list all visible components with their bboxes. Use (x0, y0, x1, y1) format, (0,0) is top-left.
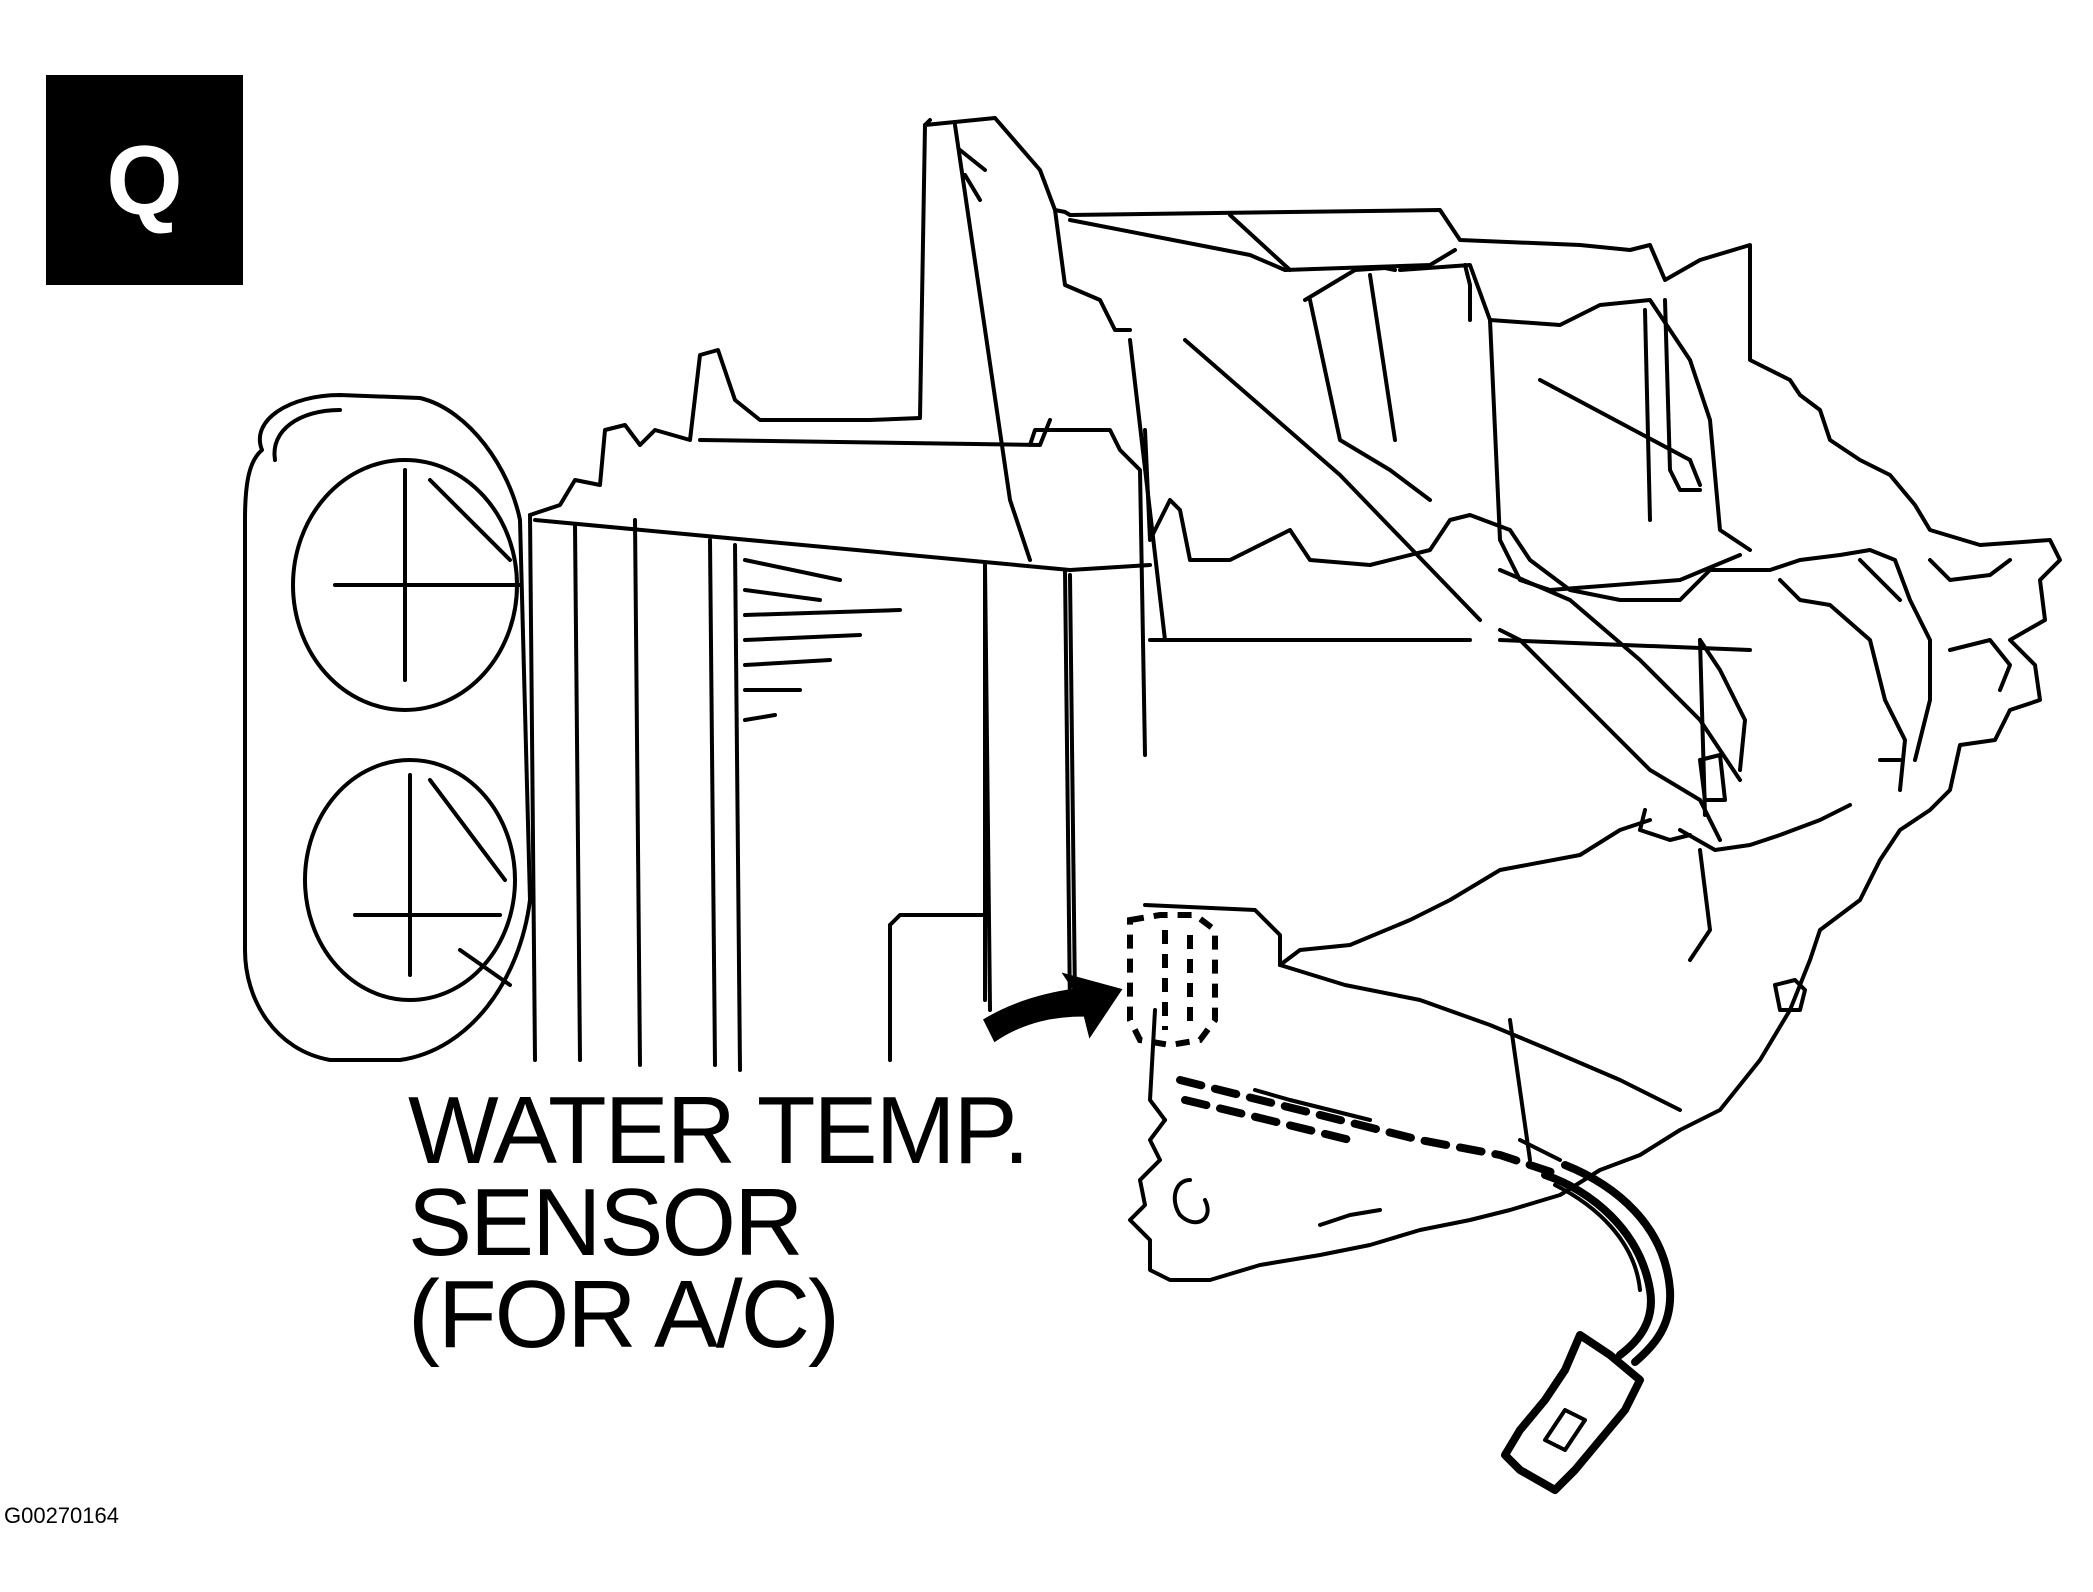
sensor-callout-label: WATER TEMP. SENSOR (FOR A/C) (408, 1077, 1030, 1368)
figure-id: G00270164 (4, 1503, 119, 1528)
sensor-harness-hidden (1176, 1076, 1564, 1179)
callout-line-3: (FOR A/C) (408, 1261, 840, 1368)
water-temp-sensor (1127, 912, 1218, 1049)
sensor-connector (1501, 1161, 1675, 1494)
coolant-pipe (888, 563, 1077, 1062)
sensor-pointer-arrow (983, 972, 1123, 1043)
housing-bracket (1858, 558, 2012, 692)
heater-core-fins (743, 558, 902, 722)
badge-letter: Q (106, 125, 183, 235)
heater-housing (528, 116, 2062, 1282)
lower-outlet (303, 758, 517, 1002)
callout-line-2: SENSOR (408, 1169, 803, 1276)
figure-badge: Q (46, 75, 243, 285)
center-partition (923, 118, 987, 202)
duct-flange (243, 393, 532, 1062)
callout-line-1: WATER TEMP. (408, 1077, 1030, 1184)
upper-outlet (291, 458, 522, 712)
